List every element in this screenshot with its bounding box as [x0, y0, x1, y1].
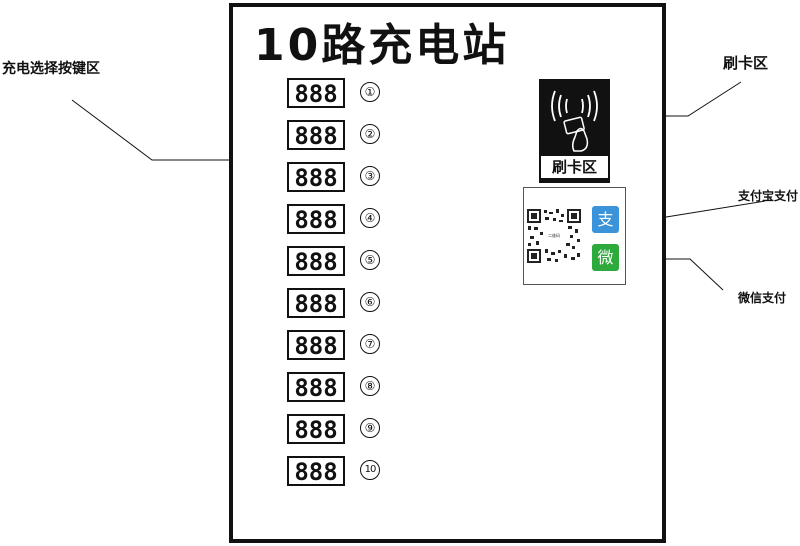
channel-key-8[interactable]: ⑧ [360, 376, 380, 396]
channel-display-5: 888 [287, 246, 345, 276]
alipay-button[interactable]: 支 [592, 206, 619, 233]
channel-display-3: 888 [287, 162, 345, 192]
page-title: 10路充电站 [254, 20, 510, 71]
qr-code-icon[interactable] [526, 208, 582, 264]
display-digits: 888 [294, 206, 338, 234]
display-digits: 888 [294, 416, 338, 444]
channel-key-1[interactable]: ① [360, 82, 380, 102]
display-digits: 888 [294, 164, 338, 192]
channel-display-2: 888 [287, 120, 345, 150]
display-digits: 888 [294, 374, 338, 402]
channel-display-7: 888 [287, 330, 345, 360]
channel-key-3[interactable]: ③ [360, 166, 380, 186]
channel-display-1: 888 [287, 78, 345, 108]
contactless-card-icon [551, 90, 598, 152]
card-reader[interactable]: 刷卡区 [539, 79, 610, 183]
channel-key-9[interactable]: ⑨ [360, 418, 380, 438]
selection-keys-callout: 充电选择按键区 [2, 61, 100, 77]
display-digits: 888 [294, 290, 338, 318]
display-digits: 888 [294, 80, 338, 108]
alipay-callout: 支付宝支付 [738, 189, 799, 203]
channel-key-10[interactable]: 10 [360, 460, 380, 480]
display-digits: 888 [294, 332, 338, 360]
channel-key-6[interactable]: ⑥ [360, 292, 380, 312]
card-area-callout: 刷卡区 [723, 54, 769, 72]
channel-display-8: 888 [287, 372, 345, 402]
qr-center-label: 二维码 [544, 231, 564, 241]
payment-box: 二维码 支 微 [523, 187, 626, 285]
channel-display-4: 888 [287, 204, 345, 234]
wechat-pay-button[interactable]: 微 [592, 244, 619, 271]
channel-key-2[interactable]: ② [360, 124, 380, 144]
display-digits: 888 [294, 122, 338, 150]
display-digits: 888 [294, 248, 338, 276]
channel-key-4[interactable]: ④ [360, 208, 380, 228]
card-reader-label: 刷卡区 [539, 154, 610, 180]
wechat-callout: 微信支付 [738, 291, 787, 305]
channel-key-7[interactable]: ⑦ [360, 334, 380, 354]
display-digits: 888 [294, 458, 338, 486]
channel-key-5[interactable]: ⑤ [360, 250, 380, 270]
channel-display-9: 888 [287, 414, 345, 444]
channel-display-10: 888 [287, 456, 345, 486]
channel-display-6: 888 [287, 288, 345, 318]
